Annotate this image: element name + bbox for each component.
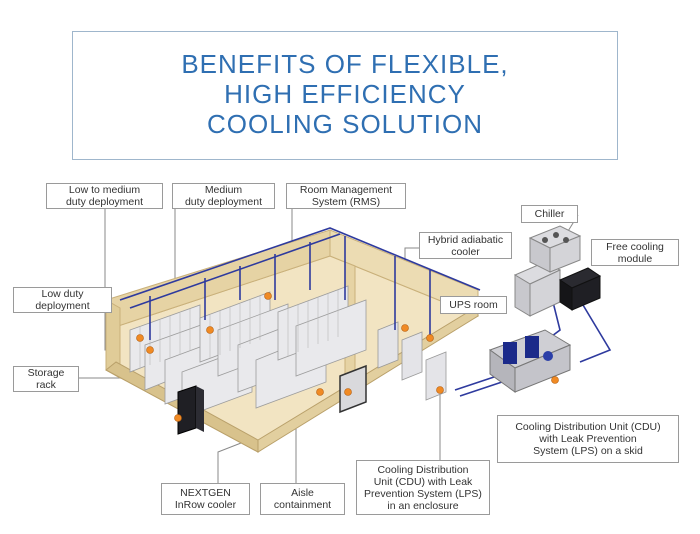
- label-ups-room: UPS room: [440, 296, 507, 314]
- label-text: rack: [36, 379, 56, 391]
- label-text: duty deployment: [184, 196, 263, 208]
- label-text: Storage: [27, 367, 65, 379]
- label-text: deployment: [35, 300, 90, 312]
- chiller-shape: [528, 225, 582, 273]
- label-text: Free cooling: [606, 240, 664, 253]
- label-text: Prevention System (LPS): [364, 487, 482, 500]
- label-text: Aisle: [291, 487, 314, 499]
- label-text: NEXTGEN: [180, 487, 231, 499]
- label-cdu-enclosure: Cooling Distribution Unit (CDU) with Lea…: [356, 460, 490, 515]
- label-text: with Leak Prevention: [539, 433, 637, 445]
- label-text: duty deployment: [65, 196, 144, 208]
- label-text: cooler: [451, 245, 480, 258]
- label-low-duty: Low duty deployment: [13, 287, 112, 313]
- label-text: Hybrid adiabatic: [427, 233, 504, 246]
- label-text: Unit (CDU) with Leak: [373, 475, 473, 488]
- label-text: UPS room: [449, 299, 498, 311]
- label-hybrid-adiabatic-cooler: Hybrid adiabatic cooler: [419, 232, 512, 259]
- storage-rack-shape: [177, 385, 197, 435]
- title-box: BENEFITS OF FLEXIBLE, HIGH EFFICIENCY CO…: [72, 31, 618, 160]
- label-text: Cooling Distribution Unit (CDU): [515, 421, 661, 433]
- label-text: System (RMS): [311, 196, 381, 208]
- label-cdu-skid: Cooling Distribution Unit (CDU) with Lea…: [497, 415, 679, 463]
- label-text: InRow cooler: [174, 499, 237, 511]
- label-rms: Room Management System (RMS): [286, 183, 406, 209]
- label-text: in an enclosure: [387, 499, 459, 512]
- title-line-3: COOLING SOLUTION: [206, 109, 484, 139]
- label-storage-rack: Storage rack: [13, 366, 79, 392]
- label-chiller: Chiller: [521, 205, 578, 223]
- label-nextgen-inrow-cooler: NEXTGEN InRow cooler: [161, 483, 250, 515]
- label-text: Low duty: [41, 288, 84, 300]
- label-medium-duty: Medium duty deployment: [172, 183, 275, 209]
- marker-dots: [136, 292, 559, 422]
- label-text: Room Management: [299, 184, 393, 196]
- label-text: Low to medium: [68, 184, 141, 196]
- title-line-1: BENEFITS OF FLEXIBLE,: [181, 49, 509, 79]
- page-title: BENEFITS OF FLEXIBLE, HIGH EFFICIENCY CO…: [73, 49, 617, 139]
- free-cooling-shape: [558, 267, 602, 311]
- cdu-skid-shape: [488, 329, 572, 393]
- title-line-2: HIGH EFFICIENCY: [224, 79, 466, 109]
- label-aisle-containment: Aisle containment: [260, 483, 345, 515]
- label-text: containment: [273, 499, 332, 511]
- label-text: Medium: [204, 184, 243, 196]
- label-free-cooling-module: Free cooling module: [591, 239, 679, 266]
- aisle-containment-shape: [339, 364, 367, 414]
- label-text: module: [617, 252, 653, 265]
- label-text: System (LPS) on a skid: [533, 445, 643, 457]
- label-text: Chiller: [534, 208, 565, 220]
- label-low-to-medium-duty: Low to medium duty deployment: [46, 183, 163, 209]
- label-text: Cooling Distribution: [377, 463, 469, 476]
